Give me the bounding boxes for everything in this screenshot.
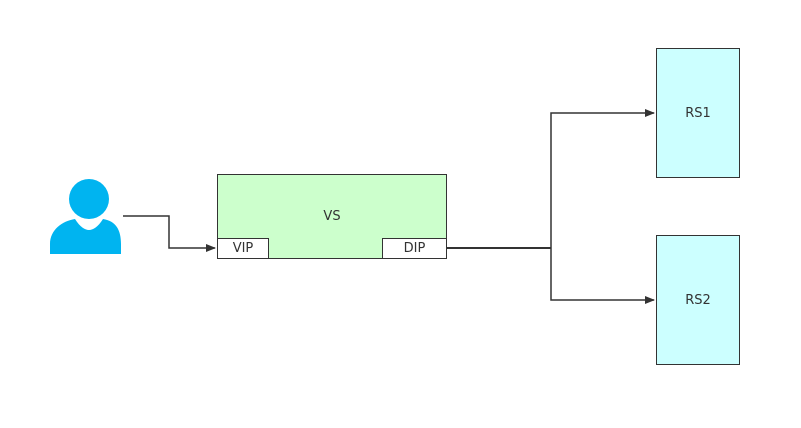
fork-to-rs2-arrow [550, 248, 655, 304]
vip-port: VIP [217, 238, 269, 259]
rs2-label: RS2 [685, 292, 711, 308]
rs1-label: RS1 [685, 105, 711, 121]
vs-label: VS [323, 209, 341, 224]
dip-port: DIP [382, 238, 447, 259]
vip-label: VIP [232, 241, 254, 256]
fork-to-rs1-arrow [550, 109, 655, 248]
user-icon [50, 179, 121, 254]
dip-label: DIP [403, 241, 426, 256]
user-to-vip-arrow [123, 215, 216, 252]
rs1-node: RS1 [656, 48, 740, 178]
rs2-node: RS2 [656, 235, 740, 365]
